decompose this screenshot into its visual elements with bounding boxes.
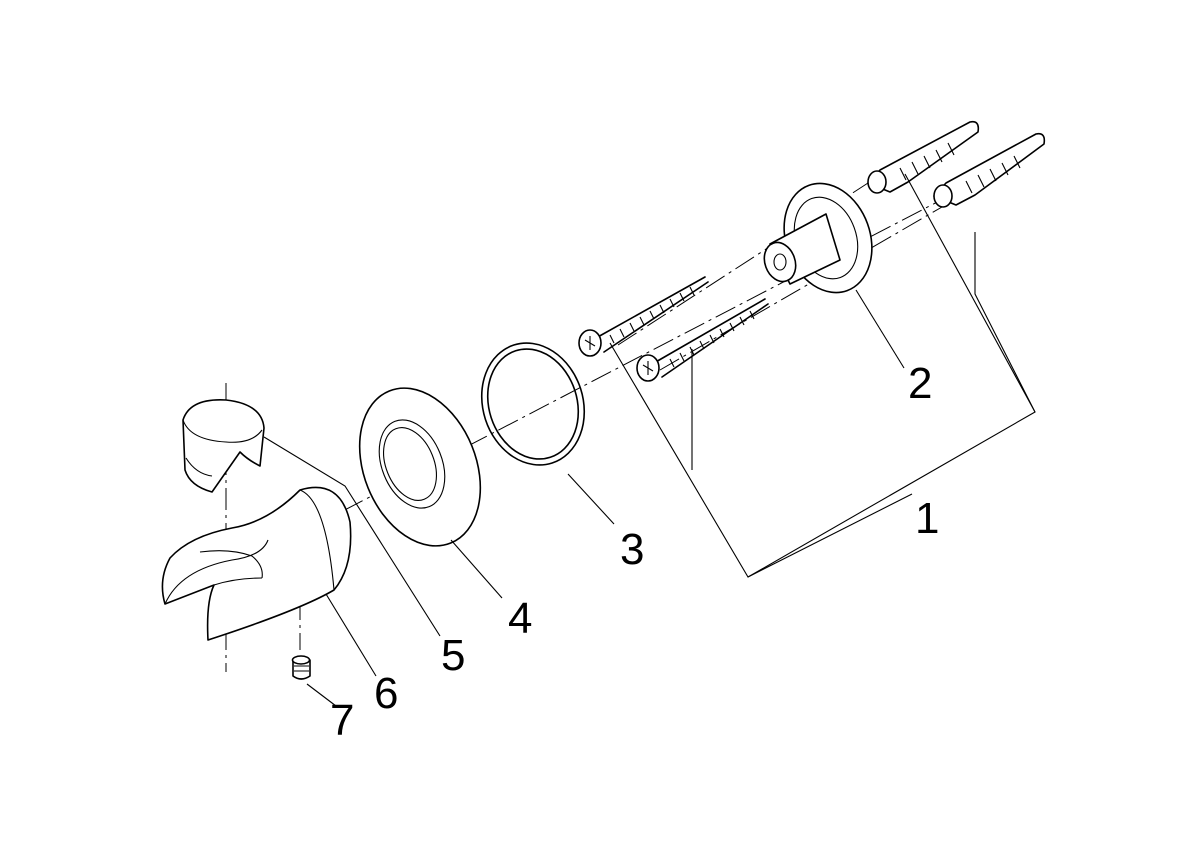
screw-lower [636, 298, 769, 382]
screw-upper [578, 276, 709, 357]
callout-2: 2 [908, 359, 932, 408]
wall-plug-upper [867, 120, 980, 194]
clamp-insert [182, 399, 265, 493]
callout-6: 6 [374, 669, 398, 718]
wall-plug-lower [933, 132, 1046, 208]
callout-7: 7 [330, 696, 354, 745]
wall-bracket [763, 182, 873, 294]
shower-holder [161, 486, 352, 641]
leader-lines [263, 173, 1036, 707]
callout-1: 1 [915, 494, 939, 543]
callout-4: 4 [508, 594, 532, 643]
rosette [358, 387, 482, 547]
callout-labels: 1 2 3 4 5 6 7 [330, 359, 939, 745]
callout-3: 3 [620, 525, 644, 574]
grub-screw [291, 655, 311, 680]
callout-5: 5 [441, 631, 465, 680]
o-ring [480, 342, 586, 466]
